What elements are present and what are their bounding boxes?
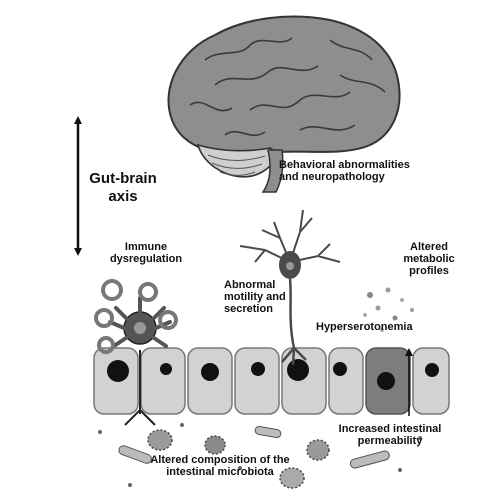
motility-label: Abnormal motility and secretion <box>224 279 286 315</box>
neuron-icon <box>239 209 341 366</box>
metabolic-label: Altered metabolic profiles <box>403 241 455 277</box>
gut-brain-axis-label: Gut-brain axis <box>89 170 157 205</box>
immune-cell-icon <box>94 279 178 426</box>
brain-icon <box>167 15 401 193</box>
epithelial-cells <box>93 347 450 416</box>
hyperserotonemia-label: Hyperserotonemia <box>316 321 413 333</box>
permeability-label: Increased intestinal permeability <box>338 423 442 447</box>
metabolite-dots <box>363 287 414 332</box>
immune-label: Immune dysregulation <box>109 241 183 265</box>
microbiota-label: Altered composition of the intestinal mi… <box>150 454 290 478</box>
behavioral-label: Behavioral abnormalities and neuropathol… <box>279 159 410 183</box>
bacteria-icon <box>98 423 422 489</box>
